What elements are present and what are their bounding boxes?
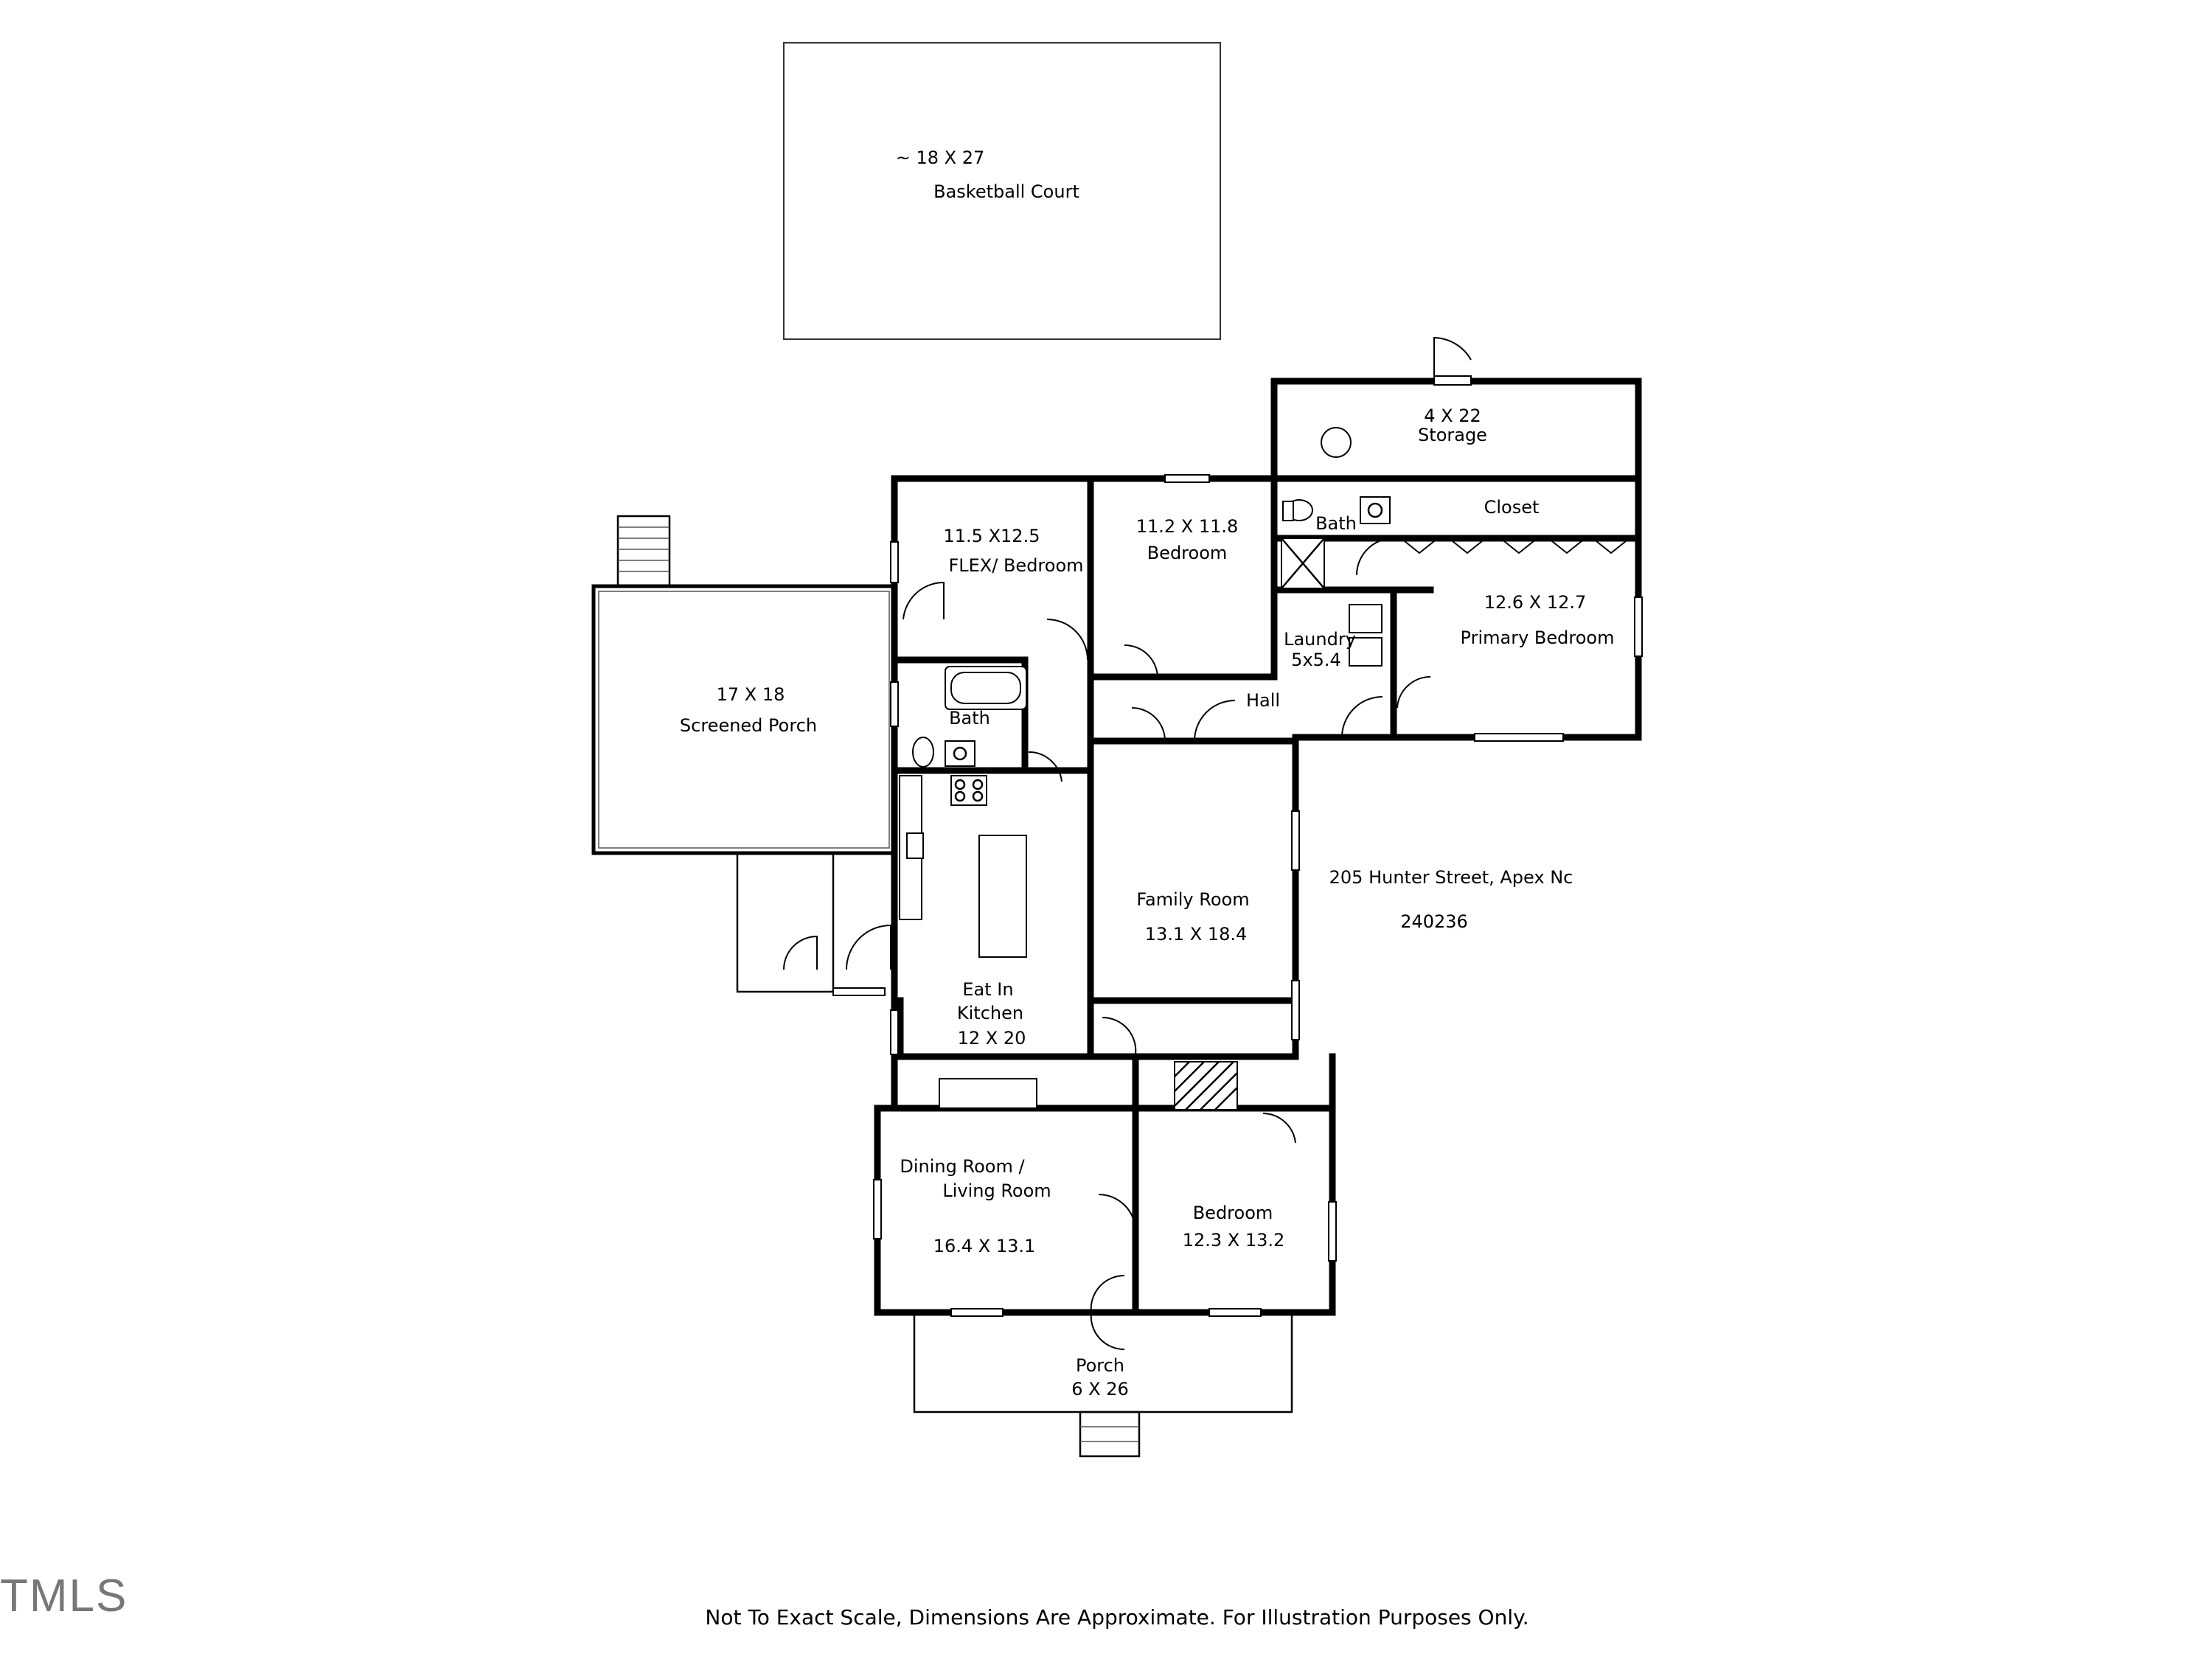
kitchen-line1-label: Eat In <box>962 979 1013 1000</box>
tmls-logo: TMLS <box>0 1571 128 1621</box>
bedroom3-name-label: Bedroom <box>1193 1203 1273 1223</box>
family-room-size-label: 13.1 X 18.4 <box>1145 924 1248 945</box>
address-label: 205 Hunter Street, Apex Nc <box>1329 867 1573 888</box>
kitchen-size-label: 12 X 20 <box>958 1028 1026 1048</box>
bath-left-label: Bath <box>949 708 990 728</box>
dining-size-label: 16.4 X 13.1 <box>933 1236 1036 1256</box>
dryer-icon <box>1349 637 1382 667</box>
hall-label: Hall <box>1246 690 1280 711</box>
closet-label: Closet <box>1484 497 1540 518</box>
laundry-name-label: Laundry <box>1284 629 1356 650</box>
laundry-size-label: 5x5.4 <box>1291 650 1341 670</box>
kitchen-line2-label: Kitchen <box>957 1003 1023 1023</box>
court-name-label: Basketball Court <box>933 181 1079 202</box>
storage-size-label: 4 X 22 <box>1424 406 1481 426</box>
dining-line2-label: Living Room <box>942 1180 1051 1201</box>
storage-name-label: Storage <box>1418 425 1487 445</box>
front-steps <box>1079 1411 1141 1458</box>
screened-porch-name-label: Screened Porch <box>680 715 817 736</box>
family-room-name-label: Family Room <box>1136 889 1249 910</box>
kitchen-base-cabinets <box>939 1078 1037 1109</box>
basketball-court-outline <box>783 42 1221 340</box>
listing-number-label: 240236 <box>1400 911 1468 932</box>
porch-size-label: 6 X 26 <box>1071 1379 1129 1399</box>
kitchen-island <box>978 835 1027 958</box>
sink-icon <box>945 740 975 767</box>
bedroom2-size-label: 11.2 X 11.8 <box>1136 516 1239 537</box>
side-deck <box>736 853 835 993</box>
screened-porch-size-label: 17 X 18 <box>717 684 785 705</box>
flex-name-label: FLEX/ Bedroom <box>948 555 1083 576</box>
bedroom2-name-label: Bedroom <box>1147 543 1228 563</box>
doors <box>902 538 1431 1351</box>
primary-size-label: 12.6 X 12.7 <box>1484 592 1587 613</box>
dining-line1-label: Dining Room / <box>900 1156 1025 1177</box>
bedroom3-size-label: 12.3 X 13.2 <box>1183 1230 1285 1251</box>
windows <box>832 474 1643 1317</box>
storage-door <box>1433 336 1472 386</box>
stove-icon <box>950 775 987 806</box>
primary-name-label: Primary Bedroom <box>1461 627 1615 648</box>
fireplace <box>1174 1061 1238 1110</box>
toilet-icon <box>912 737 934 768</box>
closet-bifold-doors <box>1400 538 1630 554</box>
water-heater-icon <box>1321 427 1352 458</box>
vanity-icon <box>1360 496 1391 524</box>
porch-stairs <box>616 515 671 588</box>
porch-name-label: Porch <box>1076 1355 1124 1376</box>
disclaimer-text: Not To Exact Scale, Dimensions Are Appro… <box>705 1605 1528 1630</box>
svg-text:TMLS: TMLS <box>0 1571 128 1621</box>
court-size-label: ~ 18 X 27 <box>896 147 985 168</box>
bath-upper-label: Bath <box>1315 513 1357 534</box>
washer-icon <box>1349 604 1382 633</box>
flex-size-label: 11.5 X12.5 <box>944 526 1040 546</box>
